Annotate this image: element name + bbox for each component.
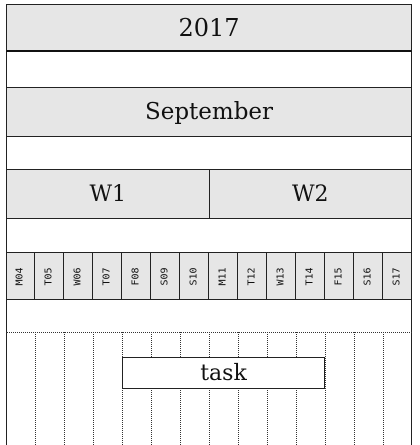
day-header-f08: F08 bbox=[122, 252, 151, 300]
day-label: S16 bbox=[362, 266, 374, 286]
day-label: S09 bbox=[159, 266, 171, 286]
day-label: T05 bbox=[43, 266, 55, 286]
day-header-s09: S09 bbox=[151, 252, 180, 300]
grid-line bbox=[383, 332, 384, 445]
day-label: T07 bbox=[101, 266, 113, 286]
grid-line bbox=[64, 332, 65, 445]
week-row: W1 W2 bbox=[6, 169, 412, 219]
week-header-2: W2 bbox=[209, 169, 412, 219]
month-header: September bbox=[6, 87, 412, 137]
grid-line bbox=[325, 332, 326, 445]
day-header-m04: M04 bbox=[6, 252, 35, 300]
year-header: 2017 bbox=[6, 4, 412, 52]
day-header-s16: S16 bbox=[354, 252, 383, 300]
task-bar[interactable]: task bbox=[122, 357, 325, 389]
day-header-t05: T05 bbox=[35, 252, 64, 300]
day-label: T14 bbox=[304, 266, 316, 286]
day-header-m11: M11 bbox=[209, 252, 238, 300]
day-header-t14: T14 bbox=[296, 252, 325, 300]
day-label: S17 bbox=[391, 266, 403, 286]
day-header-w13: W13 bbox=[267, 252, 296, 300]
day-label: W13 bbox=[275, 266, 287, 286]
left-border bbox=[6, 4, 7, 445]
day-header-t12: T12 bbox=[238, 252, 267, 300]
week-header-1: W1 bbox=[6, 169, 210, 219]
day-label: M04 bbox=[15, 266, 26, 286]
grid-line bbox=[35, 332, 36, 445]
day-row: M04 T05 W06 T07 F08 S09 S10 M11 T12 W13 T14 F15 S16 S… bbox=[6, 252, 412, 300]
gantt-chart: 2017 September W1 W2 M04 T05 W06 T07 F08 S09 S… bbox=[6, 4, 412, 445]
grid-line bbox=[354, 332, 355, 445]
day-label: W06 bbox=[72, 266, 84, 286]
day-header-t07: T07 bbox=[93, 252, 122, 300]
day-label: F15 bbox=[333, 266, 345, 286]
day-label: F08 bbox=[130, 266, 142, 286]
day-label: M11 bbox=[217, 266, 229, 286]
day-header-f15: F15 bbox=[325, 252, 354, 300]
day-label: T12 bbox=[246, 266, 258, 286]
day-header-s10: S10 bbox=[180, 252, 209, 300]
day-header-w06: W06 bbox=[64, 252, 93, 300]
right-border bbox=[411, 4, 412, 445]
day-label: S10 bbox=[188, 266, 200, 286]
grid-line bbox=[93, 332, 94, 445]
day-header-s17: S17 bbox=[383, 252, 412, 300]
